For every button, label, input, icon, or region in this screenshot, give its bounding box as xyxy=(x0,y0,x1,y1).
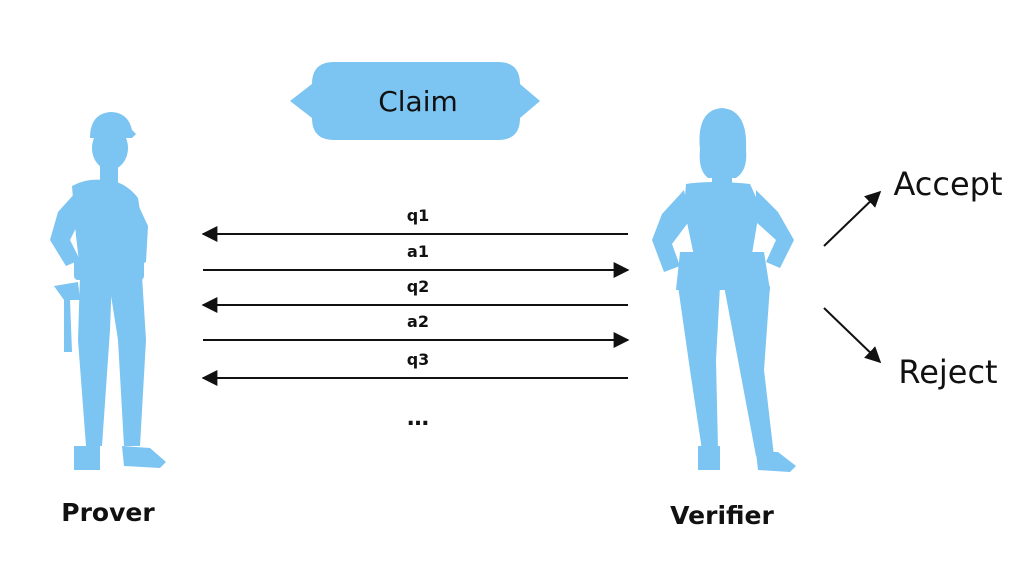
message-label-q1: q1 xyxy=(407,206,430,225)
accept-label: Accept xyxy=(893,165,1002,203)
accept-arrow xyxy=(823,190,882,247)
message-label-a2: a2 xyxy=(407,312,429,331)
reject-label: Reject xyxy=(898,353,997,391)
woman-silhouette-icon xyxy=(652,108,796,472)
ellipsis: … xyxy=(407,406,429,431)
message-label-q3: q3 xyxy=(407,350,430,369)
message-label-q2: q2 xyxy=(407,277,430,296)
construction-worker-silhouette-icon xyxy=(50,112,166,470)
claim-bubble-shape xyxy=(290,62,540,140)
reject-arrow xyxy=(823,307,882,364)
claim-bubble: Claim xyxy=(290,62,540,140)
prover-label: Prover xyxy=(61,498,155,527)
message-exchange: q1 a1 q2 a2 q3 xyxy=(201,206,630,386)
message-label-a1: a1 xyxy=(407,242,429,261)
verifier-label: Verifier xyxy=(670,501,774,530)
claim-label: Claim xyxy=(378,85,458,118)
